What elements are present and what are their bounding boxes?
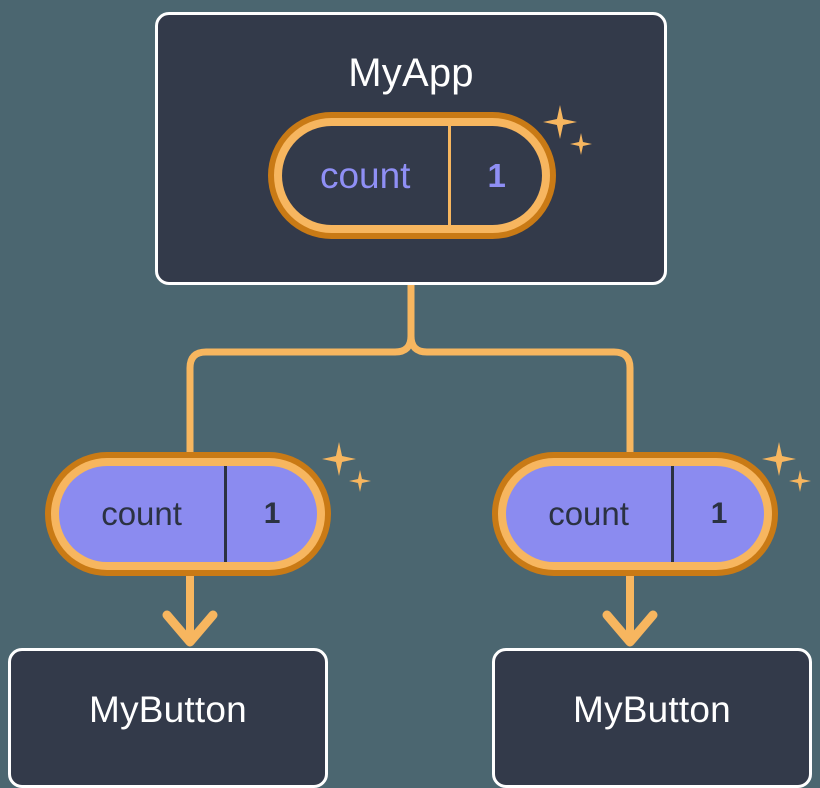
state-key-label: count (101, 495, 182, 532)
diagram-canvas: MyApp count 1 count 1 count (8, 12, 812, 788)
component-title-myapp: MyApp (348, 51, 474, 95)
state-pill-body: count 1 (282, 126, 542, 225)
state-pill-myapp[interactable]: count 1 (268, 112, 556, 239)
state-pill-mybutton-right[interactable]: count 1 (492, 452, 778, 576)
state-value-label: 1 (224, 466, 317, 562)
sparkle-star-small-icon (349, 470, 371, 492)
state-pill-body: count 1 (59, 466, 317, 562)
state-pill-ring: count 1 (498, 458, 772, 570)
arrow-down-icon (162, 576, 218, 647)
sparkle-star-large-icon (322, 442, 356, 476)
state-key-label: count (319, 154, 411, 196)
state-pill-ring: count 1 (51, 458, 325, 570)
state-pill-body: count 1 (506, 466, 764, 562)
state-pill-mybutton-left[interactable]: count 1 (45, 452, 331, 576)
tree-branch-connector (186, 281, 415, 456)
sparkle-star-large-icon (762, 442, 796, 476)
sparkle-group-mybutton-left (322, 442, 386, 506)
state-value-label: 1 (671, 466, 764, 562)
state-value-label: 1 (448, 126, 542, 225)
arrow-down-icon (602, 576, 658, 647)
tree-branch-connector (407, 281, 634, 456)
component-title-mybutton-left: MyButton (89, 689, 247, 730)
state-key-label: count (548, 495, 629, 532)
component-card-mybutton-left[interactable]: MyButton (8, 648, 328, 788)
component-title-mybutton-right: MyButton (573, 689, 731, 730)
sparkle-star-small-icon (789, 470, 811, 492)
state-pill-ring: count 1 (274, 118, 550, 233)
component-card-mybutton-right[interactable]: MyButton (492, 648, 812, 788)
